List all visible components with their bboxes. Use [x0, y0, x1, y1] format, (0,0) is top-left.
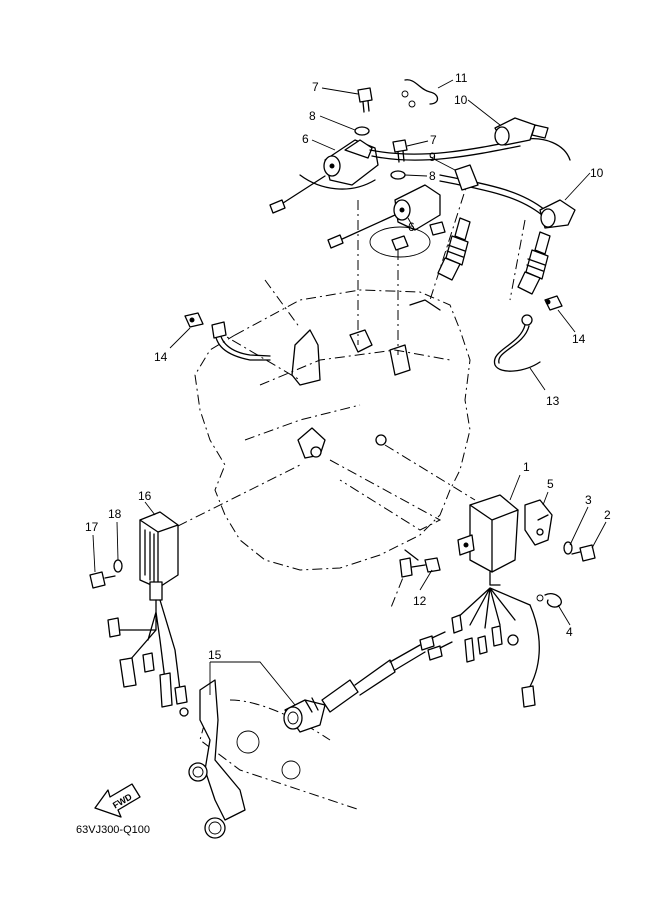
- callout-6-upper: 6: [302, 132, 309, 146]
- bolt-14-right: [544, 295, 563, 311]
- cdi-unit-1: [451, 494, 540, 708]
- callout-12: 12: [413, 594, 427, 608]
- callout-11: 11: [455, 71, 468, 85]
- callout-labels: 1 2 3 4 5 6 6 7 7 8 8 9 10 10 11 12 13 1…: [85, 71, 611, 662]
- callout-leaders: [92, 79, 607, 706]
- callout-2: 2: [604, 508, 611, 522]
- callout-7-lower: 7: [430, 133, 437, 147]
- washer-8-upper: [354, 126, 370, 136]
- high-tension-cord: [369, 138, 571, 216]
- ignition-coil-lower: [327, 184, 446, 258]
- bracket-5: [524, 499, 553, 546]
- callout-18: 18: [108, 507, 122, 521]
- callout-8-lower: 8: [429, 169, 436, 183]
- ground-lead-13: [493, 314, 541, 372]
- callout-4: 4: [566, 625, 573, 639]
- callout-3: 3: [585, 493, 592, 507]
- bolt-7-upper: [357, 87, 373, 113]
- callout-15: 15: [208, 648, 222, 662]
- wire-lead-grommet-15: [283, 631, 453, 733]
- callout-16: 16: [138, 489, 152, 503]
- mounting-plate: [188, 679, 246, 839]
- callout-1: 1: [523, 460, 530, 474]
- ground-lead-left: [211, 321, 271, 361]
- bolt-2: [571, 544, 596, 562]
- callout-14-right: 14: [572, 332, 586, 346]
- spark-plug-right: [517, 231, 551, 295]
- callout-13: 13: [546, 394, 560, 408]
- bolt-17: [89, 571, 116, 589]
- washer-18: [113, 559, 123, 573]
- clip-4: [536, 593, 562, 608]
- diagram-code: 63VJ300-Q100: [76, 824, 150, 836]
- callout-7-upper: 7: [312, 80, 319, 94]
- spark-plug-left: [437, 217, 471, 281]
- washer-8-lower: [390, 170, 406, 180]
- plug-cap-10-upper: [494, 117, 549, 146]
- clip-11: [401, 79, 439, 108]
- callout-10-lower: 10: [590, 166, 604, 180]
- callout-9: 9: [429, 150, 436, 164]
- callout-5: 5: [547, 477, 554, 491]
- callout-10-upper: 10: [454, 93, 468, 107]
- callout-6-lower: 6: [408, 220, 415, 234]
- engine-block-outline: [194, 289, 471, 811]
- callout-8-upper: 8: [309, 109, 316, 123]
- rectifier-regulator-16: [107, 511, 189, 717]
- assembly-leader-lines: [159, 174, 526, 611]
- callout-14-left: 14: [154, 350, 168, 364]
- plug-cap-10-lower: [539, 199, 576, 229]
- callout-17: 17: [85, 520, 99, 534]
- bolt-14-left: [184, 312, 204, 328]
- fwd-arrow-icon: FWD: [94, 783, 141, 818]
- ignition-coil-upper: [269, 139, 379, 214]
- bolt-12: [399, 549, 441, 578]
